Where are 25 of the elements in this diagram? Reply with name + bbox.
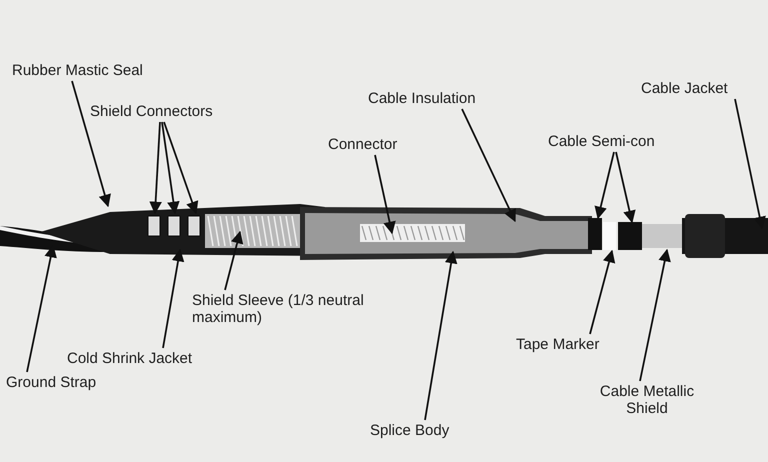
part-label: Connector: [328, 136, 398, 153]
leader-line: [374, 154, 396, 234]
part-label: Rubber Mastic Seal: [12, 62, 143, 79]
leader-line: [615, 152, 636, 224]
leader-line: [639, 248, 671, 382]
leader-line: [594, 152, 615, 220]
part-label: Cable Insulation: [368, 90, 476, 107]
part-label: Cable Jacket: [641, 80, 728, 97]
leader-line: [224, 230, 244, 290]
part-label: Cold Shrink Jacket: [67, 350, 192, 367]
leader-line: [424, 250, 458, 420]
part-label: Cable Metallic Shield: [582, 383, 712, 417]
part-label: Shield Sleeve (1/3 neutral maximum): [192, 292, 407, 326]
part-label: Shield Connectors: [90, 103, 213, 120]
part-label: Tape Marker: [516, 336, 600, 353]
leader-line: [149, 122, 162, 214]
leader-line: [161, 122, 180, 214]
leader-line: [461, 108, 516, 222]
leader-line: [162, 248, 184, 348]
part-label: Cable Semi-con: [548, 133, 655, 150]
leader-line: [71, 80, 111, 208]
leader-line: [589, 250, 616, 334]
part-label: Ground Strap: [6, 374, 96, 391]
leader-line: [163, 122, 198, 214]
part-label: Splice Body: [370, 422, 450, 439]
